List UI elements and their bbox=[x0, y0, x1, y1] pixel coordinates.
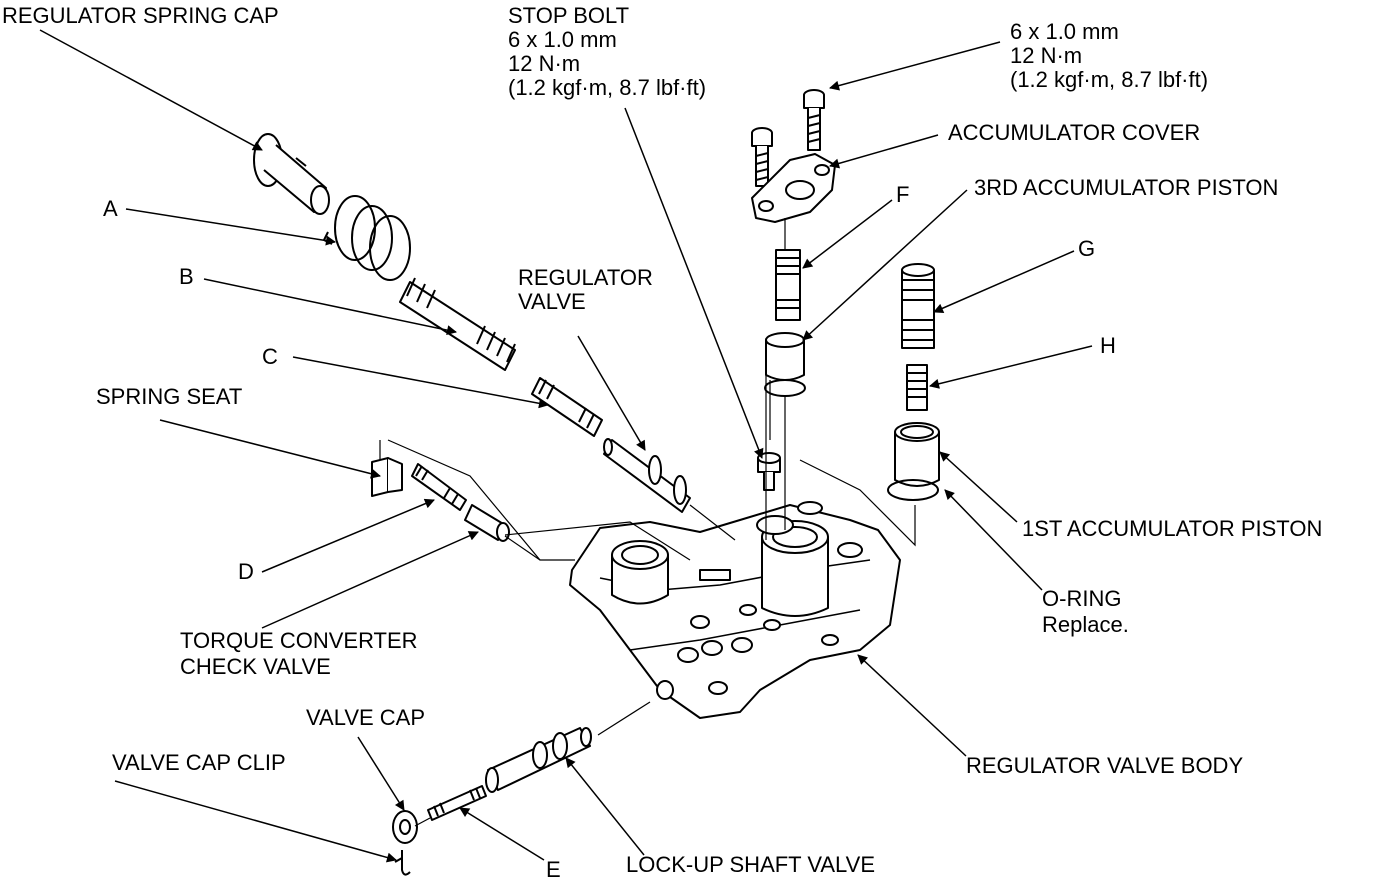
label-cover-bolt-torque-alt: (1.2 kgf·m, 8.7 lbf·ft) bbox=[1010, 67, 1209, 92]
stop-bolt bbox=[757, 452, 781, 491]
lock-up-shaft-valve bbox=[485, 727, 592, 793]
regulator-valve-body bbox=[569, 501, 901, 719]
label-regulator-spring-cap: REGULATOR SPRING CAP bbox=[2, 3, 279, 28]
label-stop-bolt-torque-alt: (1.2 kgf·m, 8.7 lbf·ft) bbox=[508, 75, 707, 100]
label-torque-converter-check-valve-line2: CHECK VALVE bbox=[180, 654, 331, 679]
label-regulator-valve-body: REGULATOR VALVE BODY bbox=[966, 753, 1244, 778]
label-b: B bbox=[179, 264, 194, 289]
cover-bolt-left bbox=[751, 127, 773, 187]
label-torque-converter-check-valve: TORQUE CONVERTER bbox=[180, 628, 418, 653]
valve-cap-clip bbox=[394, 850, 411, 876]
spring-a bbox=[323, 195, 411, 281]
label-o-ring-note: Replace. bbox=[1042, 612, 1129, 637]
spring-h bbox=[906, 364, 928, 411]
label-stop-bolt-size: 6 x 1.0 mm bbox=[508, 27, 617, 52]
regulator-spring-cap bbox=[253, 133, 330, 215]
leader-lines bbox=[39, 29, 1093, 863]
label-regulator-valve: REGULATOR bbox=[518, 265, 653, 290]
label-spring-seat: SPRING SEAT bbox=[96, 384, 243, 409]
label-cover-bolt-size: 6 x 1.0 mm bbox=[1010, 19, 1119, 44]
spring-f bbox=[775, 249, 801, 321]
label-valve-cap: VALVE CAP bbox=[306, 705, 426, 730]
label-first-accumulator-piston: 1ST ACCUMULATOR PISTON bbox=[1022, 516, 1323, 541]
label-a: A bbox=[103, 196, 118, 221]
label-o-ring: O-RING bbox=[1042, 586, 1122, 611]
label-d: D bbox=[238, 559, 254, 584]
label-third-accumulator-piston: 3RD ACCUMULATOR PISTON bbox=[974, 175, 1279, 200]
label-f: F bbox=[896, 182, 910, 207]
valve-cap bbox=[392, 810, 418, 844]
assembly-lines bbox=[379, 218, 916, 827]
spring-seat bbox=[371, 457, 403, 497]
label-valve-cap-clip: VALVE CAP CLIP bbox=[112, 750, 286, 775]
third-accumulator-piston bbox=[764, 332, 806, 397]
label-h: H bbox=[1100, 333, 1116, 358]
label-g: G bbox=[1078, 236, 1096, 261]
label-cover-bolt-torque: 12 N·m bbox=[1010, 43, 1083, 68]
cover-bolt-right bbox=[803, 89, 825, 151]
label-stop-bolt: STOP BOLT bbox=[508, 3, 630, 28]
label-regulator-valve-line2: VALVE bbox=[518, 289, 586, 314]
spring-b bbox=[399, 277, 516, 371]
spring-c bbox=[531, 377, 603, 437]
label-accumulator-cover: ACCUMULATOR COVER bbox=[948, 120, 1201, 145]
accumulator-cover bbox=[751, 153, 836, 223]
o-ring bbox=[887, 479, 939, 501]
regulator-valve bbox=[603, 438, 691, 513]
label-lock-up-shaft-valve: LOCK-UP SHAFT VALVE bbox=[626, 852, 876, 877]
label-c: C bbox=[262, 344, 278, 369]
spring-g bbox=[901, 263, 935, 349]
label-stop-bolt-torque: 12 N·m bbox=[508, 51, 581, 76]
spring-d bbox=[411, 463, 467, 511]
label-e: E bbox=[546, 857, 561, 882]
spring-e bbox=[427, 785, 487, 821]
first-accumulator-piston bbox=[894, 422, 940, 487]
